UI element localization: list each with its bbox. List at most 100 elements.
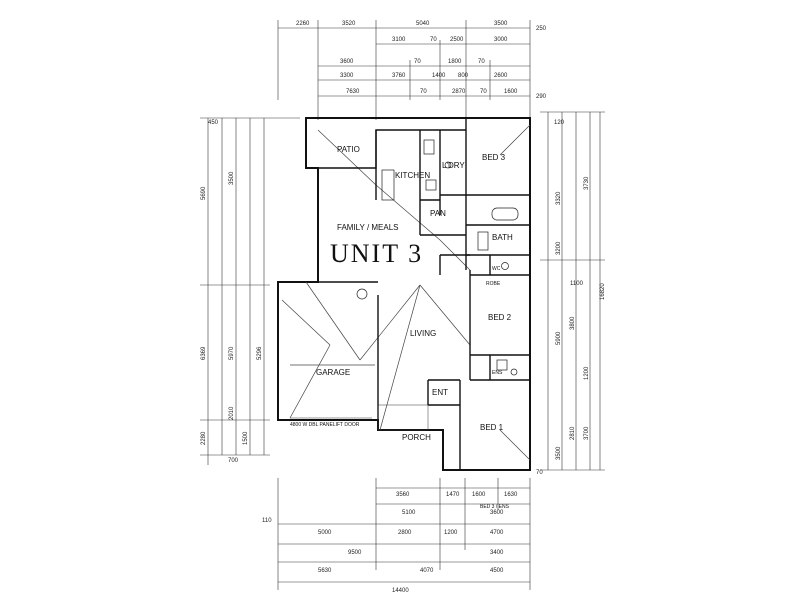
- edge-mark-4: 110: [262, 518, 272, 524]
- dim-bottom-9: 1200: [444, 530, 458, 536]
- laundry-tub-icon: [444, 161, 452, 169]
- dim-right-2: 3730: [584, 176, 590, 190]
- room-labels: PATIO KITCHEN FAMILY / MEALS L'DRY PAN B…: [290, 145, 513, 510]
- dim-left-3: 6369: [201, 346, 207, 360]
- dim-top-22: 1600: [504, 89, 518, 95]
- right-dimension-labels: 3320 3730 16820 3200 3800 5900 1200 3700…: [556, 176, 606, 460]
- dim-bottom-14: 4070: [420, 568, 434, 574]
- dim-top-12: 70: [478, 59, 485, 65]
- dim-top-17: 2600: [494, 73, 508, 79]
- shower-icon: [496, 359, 508, 371]
- dim-right-11: 1100: [570, 281, 584, 287]
- room-label-bed2: BED 2: [488, 313, 512, 322]
- edge-mark-6: 120: [554, 120, 565, 126]
- edge-mark-5: 450: [208, 120, 219, 126]
- porch-area: [377, 404, 429, 431]
- room-label-bed1: BED 1: [480, 423, 504, 432]
- cooktop-icon: [425, 179, 437, 191]
- dim-bottom-11: 9500: [348, 550, 362, 556]
- vanity-icon: [477, 231, 489, 251]
- dim-left-9: 700: [228, 458, 239, 464]
- dim-bottom-10: 4700: [490, 530, 504, 536]
- dim-bottom-6: 3600: [490, 510, 504, 516]
- dim-top-8: 3000: [494, 37, 508, 43]
- room-label-living: LIVING: [410, 329, 436, 338]
- dim-left-1: 5690: [201, 186, 207, 200]
- dim-top-6: 70: [430, 37, 437, 43]
- dim-bottom-12: 3400: [490, 550, 504, 556]
- dim-top-18: 7630: [346, 89, 360, 95]
- room-label-entry: ENT: [432, 388, 448, 397]
- left-dimension-labels: 5690 3500 6369 5970 5296 2280 2010 1500 …: [201, 171, 263, 464]
- dim-right-5: 3800: [570, 316, 576, 330]
- dim-left-5: 5296: [257, 346, 263, 360]
- dim-top-14: 3760: [392, 73, 406, 79]
- dim-bottom-8: 2800: [398, 530, 412, 536]
- edge-marks: 250 290 70 110 450 120: [208, 26, 565, 524]
- edge-mark-2: 290: [536, 94, 547, 100]
- dim-bottom-3: 1600: [472, 492, 486, 498]
- interior-walls: [318, 118, 530, 470]
- fridge-icon: [423, 139, 435, 155]
- dim-left-2: 3500: [229, 171, 235, 185]
- dim-left-6: 2280: [201, 431, 207, 445]
- room-label-robe: ROBE: [486, 281, 501, 287]
- bottom-dimension-labels: 3560 1470 1600 1630 5100 3600 5000 2800 …: [318, 492, 518, 594]
- garage-door-note: 4800 W DBL PANELIFT DOOR: [290, 422, 360, 428]
- dim-right-8: 3700: [584, 426, 590, 440]
- room-label-laundry: L'DRY: [442, 161, 465, 170]
- dim-top-7: 2500: [450, 37, 464, 43]
- dim-bottom-15: 4500: [490, 568, 504, 574]
- dim-right-4: 3200: [556, 241, 562, 255]
- dim-top-2: 3520: [342, 21, 356, 27]
- unit-title: UNIT 3: [330, 239, 423, 268]
- room-label-pantry: PAN: [430, 209, 446, 218]
- dim-top-19: 70: [420, 89, 427, 95]
- dim-left-7: 2010: [229, 406, 235, 420]
- dim-top-13: 3300: [340, 73, 354, 79]
- dim-bottom-1: 3560: [396, 492, 410, 498]
- dim-top-11: 1800: [448, 59, 462, 65]
- dim-bottom-13: 5630: [318, 568, 332, 574]
- kitchen-bench-icon: [381, 169, 395, 201]
- ens-toilet-icon: [510, 368, 518, 376]
- room-label-kitchen: KITCHEN: [395, 171, 430, 180]
- dim-right-9: 3500: [556, 446, 562, 460]
- dim-top-20: 2870: [452, 89, 466, 95]
- room-label-porch: PORCH: [402, 433, 431, 442]
- top-dimension-labels: 2260 3520 5040 3500 3100 70 2500 3000 36…: [296, 21, 518, 95]
- fixtures: [356, 139, 519, 376]
- edge-mark-3: 70: [536, 470, 543, 476]
- room-label-bath: BATH: [492, 233, 513, 242]
- dim-left-4: 5970: [229, 346, 235, 360]
- room-label-bed3: BED 3: [482, 153, 506, 162]
- roof-hip-lines: [281, 124, 531, 461]
- dim-bottom-5: 5100: [402, 510, 416, 516]
- top-dimension-lines: [277, 20, 531, 120]
- dim-left-8: 1500: [243, 431, 249, 445]
- door-swing-icon: [356, 288, 368, 300]
- dim-top-10: 70: [414, 59, 421, 65]
- dim-top-16: 800: [458, 73, 469, 79]
- right-dimension-lines: [540, 111, 605, 471]
- dim-top-1: 2260: [296, 21, 310, 27]
- toilet-icon: [501, 262, 509, 270]
- dim-bottom-total: 14400: [392, 588, 409, 594]
- dim-top-21: 70: [480, 89, 487, 95]
- dim-right-6: 5900: [556, 331, 562, 345]
- dim-right-1: 3320: [556, 191, 562, 205]
- room-label-ens: ENS: [492, 370, 503, 376]
- bottom-dimension-lines: [277, 478, 531, 590]
- bed3-ens-note: BED 3 / ENS: [480, 504, 510, 510]
- left-dimension-lines: [200, 117, 300, 465]
- dim-top-4: 3500: [494, 21, 508, 27]
- room-label-wc: WC: [492, 266, 501, 272]
- room-label-family-meals: FAMILY / MEALS: [337, 223, 399, 232]
- edge-mark-1: 250: [536, 26, 547, 32]
- dim-right-10: 2810: [570, 426, 576, 440]
- dim-top-5: 3100: [392, 37, 406, 43]
- dim-right-7: 1200: [584, 366, 590, 380]
- dim-top-3: 5040: [416, 21, 430, 27]
- room-label-patio: PATIO: [337, 145, 360, 154]
